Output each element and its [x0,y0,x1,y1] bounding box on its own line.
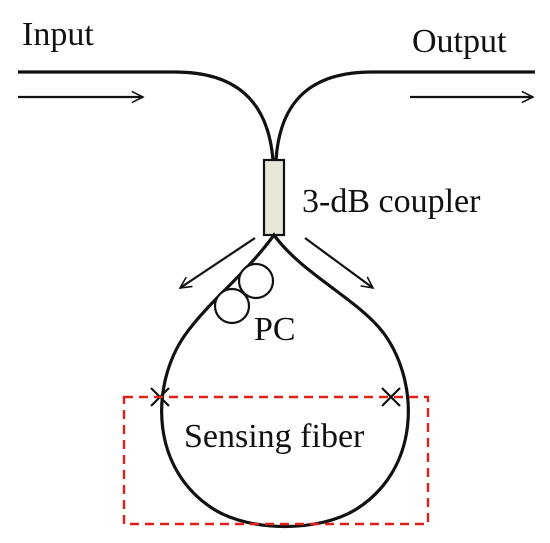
output-fiber [274,70,535,161]
input-fiber [18,70,275,161]
sensing-region-box [122,395,430,526]
splice-mark-right [381,387,401,407]
pc-paddle-upper [237,262,275,300]
loop-arrow-right [304,237,373,288]
sensing-fiber-label: Sensing fiber [184,418,365,455]
coupler-label: 3-dB coupler [302,183,481,220]
fiber-loop [160,232,410,529]
pc-label: PC [254,311,296,348]
pc-paddle-lower [213,287,251,325]
coupler-body [262,158,286,237]
input-label: Input [22,16,94,53]
loop-arrow-left [180,237,256,288]
output-label: Output [412,23,507,60]
